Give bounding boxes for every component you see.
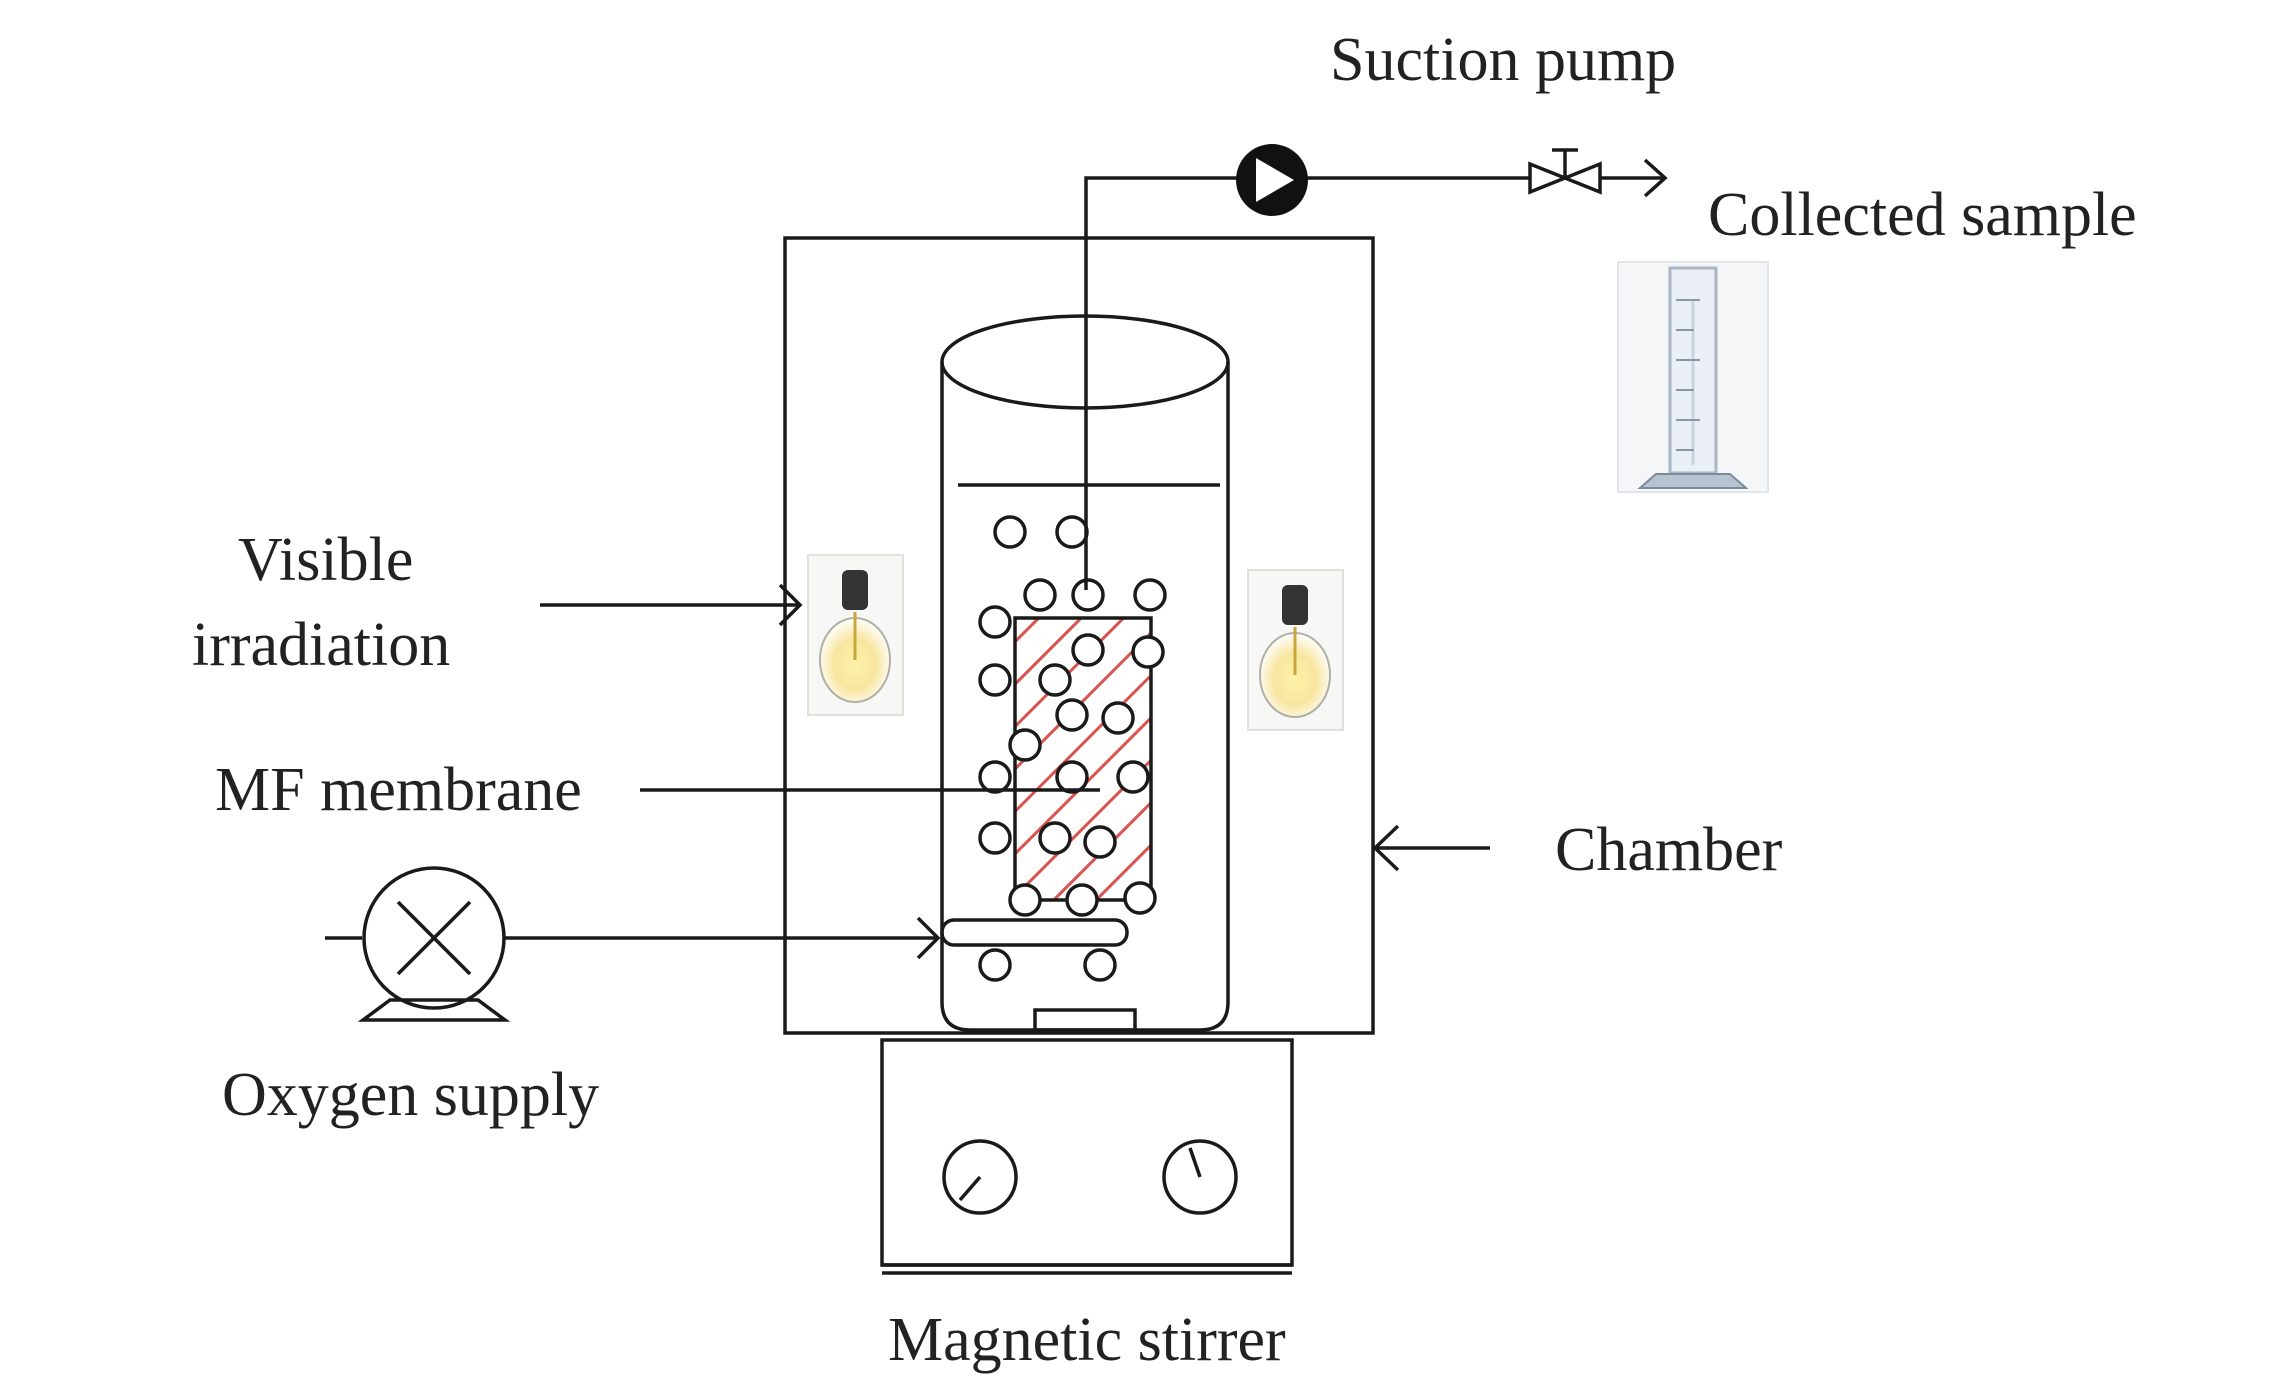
magnetic-stirrer-label: Magnetic stirrer — [888, 1306, 1286, 1374]
valve-icon — [1528, 148, 1602, 195]
dial-icon-left — [942, 1139, 1018, 1215]
irradiation-arrow — [540, 583, 803, 627]
chamber-box — [783, 236, 1375, 1035]
graduated-cylinder-icon — [1617, 261, 1769, 493]
pump-icon — [1236, 144, 1308, 216]
dial-icon-right — [1162, 1139, 1238, 1215]
visible-irradiation-label-2: irradiation — [192, 611, 450, 679]
light-bulb-icon-right — [1247, 569, 1344, 731]
mf-membrane-label: MF membrane — [215, 756, 582, 824]
air-diffuser — [940, 918, 1129, 947]
suction-pump-label: Suction pump — [1330, 26, 1676, 94]
oxygen-line — [505, 916, 941, 960]
suction-line — [1084, 176, 1240, 590]
stir-bar — [1033, 1008, 1137, 1032]
visible-irradiation-label-1: Visible — [238, 526, 413, 594]
light-bulb-icon-left — [807, 554, 904, 716]
collected-sample-label: Collected sample — [1708, 181, 2137, 249]
chamber-arrow — [1372, 824, 1490, 872]
chamber-label: Chamber — [1555, 816, 1783, 884]
oxygen-supply-label: Oxygen supply — [222, 1061, 599, 1129]
blower-icon — [325, 866, 511, 1022]
air-bubbles — [978, 515, 1167, 982]
magnetic-stirrer — [880, 1038, 1294, 1275]
